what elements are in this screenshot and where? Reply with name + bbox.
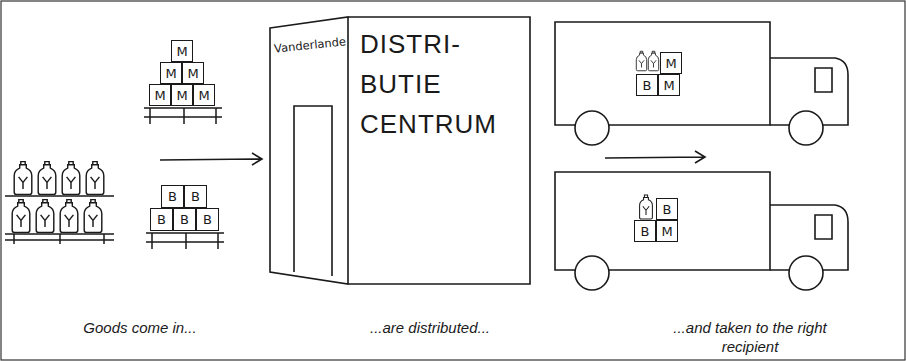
crate-letter: B — [641, 224, 650, 239]
flow-arrow — [160, 151, 705, 165]
crate-letter: M — [187, 66, 198, 81]
crate-letter: B — [157, 212, 166, 227]
bottles-truck — [636, 51, 658, 219]
goods-crate: M — [171, 40, 193, 62]
crate-letter: M — [176, 44, 187, 59]
goods-crate: B — [161, 185, 184, 208]
company-name: Vanderlande — [271, 34, 348, 56]
goods-crate: M — [658, 74, 680, 96]
pallet — [144, 108, 224, 249]
crate-letter: B — [663, 202, 672, 217]
crate-letter: B — [168, 189, 177, 204]
crate-letter: B — [203, 212, 212, 227]
goods-crate: M — [660, 52, 682, 74]
goods-crate: M — [171, 84, 193, 106]
crate-letter: B — [191, 189, 200, 204]
goods-crate: M — [182, 62, 204, 84]
crate-letter: M — [665, 56, 676, 71]
crate-letter: M — [663, 78, 674, 93]
crate-letter: M — [165, 66, 176, 81]
step-caption: ...are distributed... — [330, 318, 530, 337]
goods-crate: B — [656, 198, 678, 220]
step-caption: Goods come in... — [40, 318, 240, 337]
bottle-shelf — [5, 196, 114, 244]
crate-letter: B — [180, 212, 189, 227]
truck — [555, 172, 848, 290]
step-caption: ...and taken to the right recipient — [660, 318, 840, 356]
bottles-left — [12, 162, 104, 233]
crate-letter: M — [176, 88, 187, 103]
goods-crate: B — [196, 208, 219, 231]
goods-crate: M — [193, 84, 215, 106]
crate-letter: M — [661, 224, 672, 239]
goods-crate: M — [160, 62, 182, 84]
goods-crate: M — [149, 84, 171, 106]
crate-letter: B — [643, 78, 652, 93]
goods-crate: B — [634, 220, 656, 242]
goods-crate: B — [636, 74, 658, 96]
goods-crate: B — [173, 208, 196, 231]
crate-letter: M — [198, 88, 209, 103]
goods-crate: B — [150, 208, 173, 231]
distribution-building: Vanderlande DISTRI- BUTIE CENTRUM — [268, 14, 532, 288]
crate-letter: M — [154, 88, 165, 103]
building-title: DISTRI- BUTIE CENTRUM — [360, 24, 510, 144]
goods-crate: M — [656, 220, 678, 242]
truck — [555, 22, 848, 145]
goods-crate: B — [184, 185, 207, 208]
